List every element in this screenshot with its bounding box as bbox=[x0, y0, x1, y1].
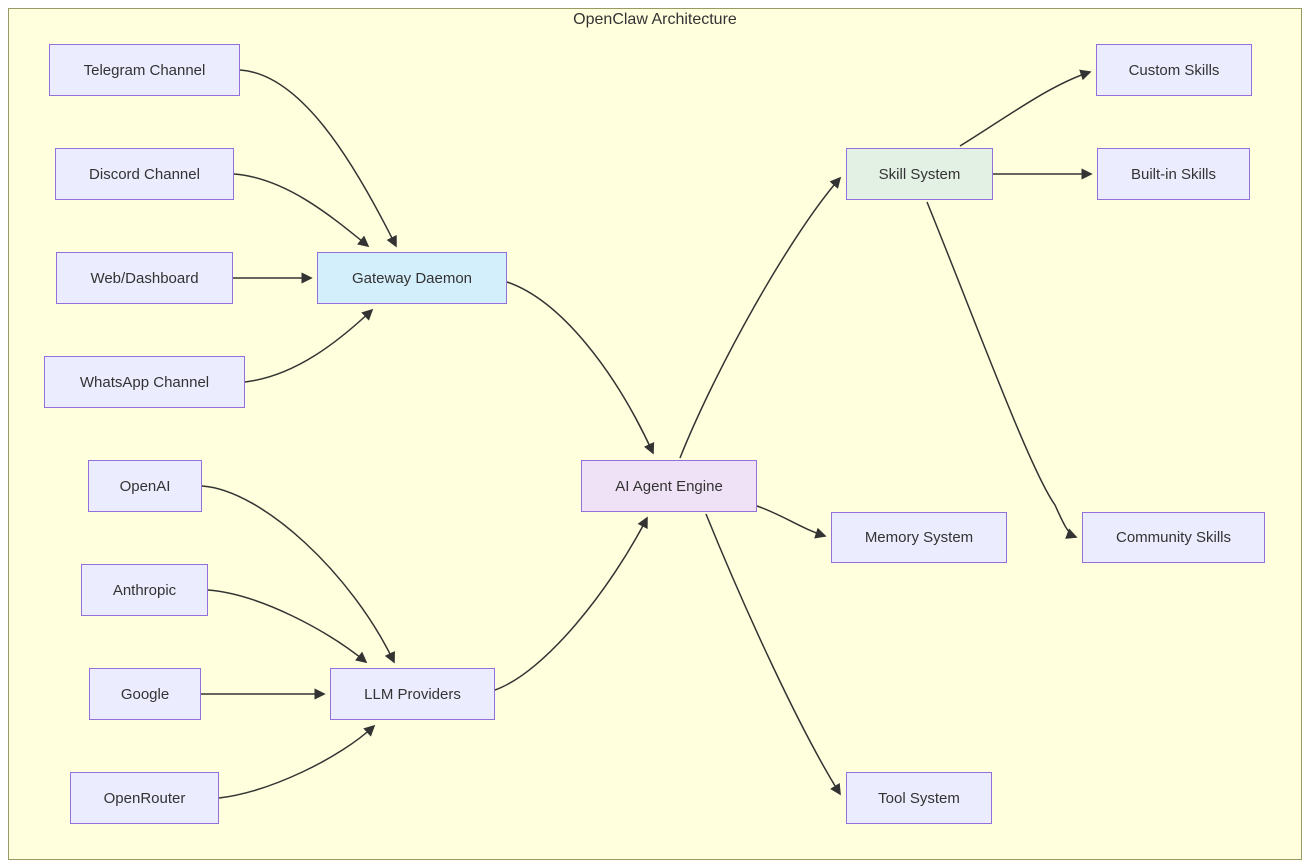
node-llm-providers: LLM Providers bbox=[330, 668, 495, 720]
edge-skill-community bbox=[926, 201, 1078, 539]
node-gateway-daemon: Gateway Daemon bbox=[317, 252, 507, 304]
node-label: LLM Providers bbox=[364, 685, 461, 703]
node-label: Discord Channel bbox=[89, 165, 200, 183]
node-label: Tool System bbox=[878, 789, 960, 807]
edge-openai-llm bbox=[201, 485, 395, 664]
diagram-title: OpenClaw Architecture bbox=[573, 11, 737, 28]
node-web-dashboard: Web/Dashboard bbox=[56, 252, 233, 304]
edge-skill-custom bbox=[959, 69, 1092, 147]
node-google: Google bbox=[89, 668, 201, 720]
node-label: Memory System bbox=[864, 529, 974, 546]
node-label: Web/Dashboard bbox=[90, 269, 199, 287]
node-label: Skill System bbox=[878, 165, 961, 183]
node-label: AI Agent Engine bbox=[615, 477, 723, 495]
node-anthropic: Anthropic bbox=[81, 564, 208, 616]
node-label: WhatsApp Channel bbox=[79, 373, 210, 391]
edge-openrouter-llm bbox=[218, 724, 376, 799]
node-openai: OpenAI bbox=[88, 460, 202, 512]
node-whatsapp-channel: WhatsApp Channel bbox=[44, 356, 245, 408]
node-skill-system: Skill System bbox=[846, 148, 993, 200]
node-builtin-skills: Built-in Skills bbox=[1097, 148, 1250, 200]
edge-discord-gateway bbox=[233, 173, 370, 248]
node-label: Telegram Channel bbox=[83, 61, 206, 79]
edge-engine-tool bbox=[705, 513, 841, 796]
edge-gateway-engine bbox=[506, 281, 655, 455]
node-label: Community Skills bbox=[1115, 529, 1232, 546]
node-label: Google bbox=[120, 685, 170, 703]
node-label: Custom Skills bbox=[1128, 61, 1220, 79]
edge-engine-memory bbox=[756, 505, 827, 539]
node-telegram-channel: Telegram Channel bbox=[49, 44, 240, 96]
edge-whatsapp-gateway bbox=[244, 308, 374, 383]
edge-llm-engine bbox=[494, 516, 648, 691]
edge-engine-skill bbox=[679, 176, 842, 459]
edge-anthropic-llm bbox=[207, 589, 368, 664]
node-label: Gateway Daemon bbox=[351, 269, 473, 287]
node-ai-agent-engine: AI Agent Engine bbox=[581, 460, 757, 512]
node-label: OpenRouter bbox=[103, 789, 186, 807]
node-label: Anthropic bbox=[112, 581, 177, 599]
node-label: OpenAI bbox=[119, 477, 171, 495]
edge-telegram-gateway bbox=[239, 69, 397, 248]
node-tool-system: Tool System bbox=[846, 772, 992, 824]
node-label: Built-in Skills bbox=[1130, 165, 1217, 183]
node-community-skills: Community Skills bbox=[1082, 512, 1265, 563]
node-openrouter: OpenRouter bbox=[70, 772, 219, 824]
node-discord-channel: Discord Channel bbox=[55, 148, 234, 200]
node-memory-system: Memory System bbox=[831, 512, 1007, 563]
node-custom-skills: Custom Skills bbox=[1096, 44, 1252, 96]
